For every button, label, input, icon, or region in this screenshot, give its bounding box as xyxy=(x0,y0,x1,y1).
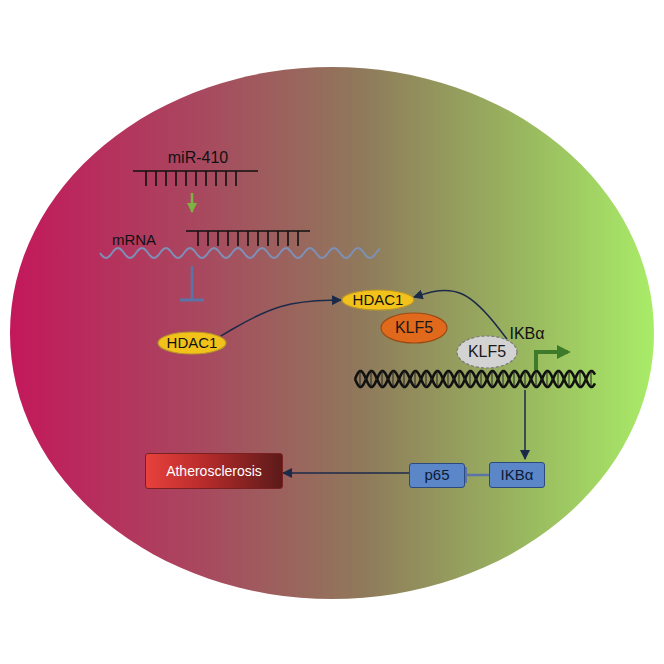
arrow-connector xyxy=(283,472,409,474)
node-text: IKBα xyxy=(501,466,534,483)
klf5-oval: KLF5 xyxy=(456,335,518,369)
expression-arrow xyxy=(524,390,526,459)
binding-arrow xyxy=(191,193,194,212)
node-text: Atherosclerosis xyxy=(166,463,262,479)
mrna-label: mRNA xyxy=(112,231,156,248)
node-text: p65 xyxy=(424,466,449,483)
hdac1-oval: HDAC1 xyxy=(341,289,415,311)
oval-shape xyxy=(381,313,447,343)
inhibition-connector xyxy=(465,474,489,477)
inhibit-line xyxy=(191,266,194,300)
gene-label: IKBα xyxy=(509,325,544,343)
mirna-strand xyxy=(133,171,258,186)
mirna-label: miR-410 xyxy=(168,149,228,167)
protein-box: IKBα xyxy=(489,462,545,488)
oval-shape xyxy=(158,332,226,354)
mrna-wave xyxy=(100,248,380,258)
bound-mirna-strand xyxy=(186,231,310,246)
outcome-box: Atherosclerosis xyxy=(145,453,283,489)
node-text: HDAC1 xyxy=(353,291,404,308)
arrow-connector xyxy=(221,300,341,336)
promoter-arrow xyxy=(536,352,568,370)
inhibit-bar xyxy=(180,299,204,302)
node-text: KLF5 xyxy=(468,343,506,361)
node-text: KLF5 xyxy=(395,319,433,337)
node-text: HDAC1 xyxy=(167,334,218,351)
klf5-oval: KLF5 xyxy=(380,312,448,344)
cell-oval xyxy=(10,67,654,599)
protein-box: p65 xyxy=(409,463,465,488)
oval-shape xyxy=(342,290,414,310)
dna-helix xyxy=(355,371,595,387)
hdac1-oval: HDAC1 xyxy=(157,331,227,355)
oval-shape xyxy=(457,336,517,368)
